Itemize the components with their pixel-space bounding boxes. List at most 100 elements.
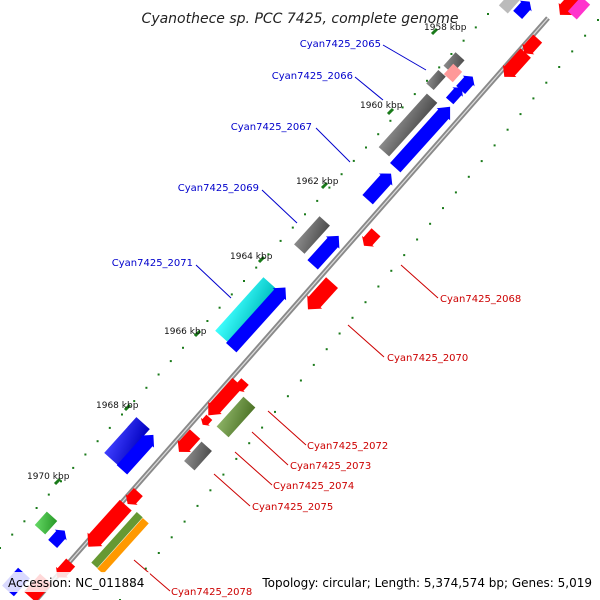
gene-feature[interactable] — [358, 227, 382, 251]
minor-tick-dot — [401, 106, 404, 109]
gene-feature[interactable] — [389, 101, 457, 174]
gene-feature[interactable] — [215, 277, 277, 343]
map-footer: Accession: NC_011884 Topology: circular;… — [0, 572, 592, 592]
minor-tick-dot — [299, 379, 302, 382]
minor-tick-dot — [597, 19, 599, 21]
tick-label: 1962 kbp — [296, 177, 339, 187]
gene-label[interactable]: Cyan7425_2073 — [290, 461, 371, 472]
minor-tick-dot — [209, 489, 212, 492]
gene-feature[interactable] — [202, 377, 245, 422]
gene-label[interactable]: Cyan7425_2071 — [112, 258, 193, 269]
minor-tick-dot — [340, 173, 343, 176]
minor-tick-dot — [243, 280, 245, 282]
gene-label[interactable]: Cyan7425_2069 — [178, 183, 259, 194]
minor-tick-dot — [506, 128, 509, 131]
gene-feature[interactable] — [47, 525, 71, 549]
minor-tick-dot — [157, 552, 160, 554]
gene-feature[interactable] — [198, 413, 214, 428]
gene-label[interactable]: Cyan7425_2068 — [440, 294, 521, 305]
gene-feature[interactable] — [378, 93, 438, 157]
minor-tick-dot — [487, 13, 489, 15]
minor-tick-dot — [351, 316, 354, 319]
minor-tick-dot — [261, 426, 264, 429]
gene-feature[interactable] — [294, 216, 330, 254]
minor-tick-dot — [474, 26, 477, 29]
minor-tick-dot — [390, 269, 393, 272]
gene-labels: Cyan7425_2065 Cyan7425_2066 Cyan7425_206… — [112, 39, 522, 598]
gene-label[interactable]: Cyan7425_2067 — [231, 122, 312, 133]
minor-tick-dot — [0, 547, 1, 549]
gene-feature[interactable] — [426, 69, 446, 91]
minor-tick-dot — [182, 346, 184, 349]
minor-tick-dot — [96, 440, 99, 443]
gene-feature[interactable] — [512, 0, 536, 20]
minor-tick-dot — [230, 293, 233, 296]
gene-feature[interactable] — [115, 429, 160, 476]
gene-feature[interactable] — [443, 63, 463, 83]
gene-feature[interactable] — [104, 417, 150, 465]
gene-label[interactable]: Cyan7425_2074 — [273, 481, 354, 492]
minor-tick-dot — [312, 363, 315, 366]
minor-tick-dot — [248, 442, 251, 445]
gene-feature[interactable] — [97, 518, 149, 574]
gene-feature[interactable] — [498, 0, 522, 14]
gene-feature[interactable] — [443, 52, 465, 74]
gene-feature[interactable] — [81, 499, 133, 554]
tick-label: 1964 kbp — [230, 252, 273, 262]
minor-tick-dot — [23, 520, 26, 523]
minor-tick-dot — [454, 191, 457, 194]
gene-feature[interactable] — [444, 83, 466, 106]
gene-feature[interactable] — [225, 282, 293, 354]
gene-feature[interactable] — [216, 396, 256, 438]
gene-feature[interactable] — [498, 47, 533, 83]
minor-tick-dot — [467, 175, 470, 178]
minor-tick-dot — [338, 332, 341, 335]
gene-feature[interactable] — [553, 0, 582, 21]
tick-label: 1960 kbp — [360, 101, 403, 111]
gene-label[interactable]: Cyan7425_2066 — [272, 71, 353, 82]
gene-feature[interactable] — [455, 71, 479, 95]
gene-feature[interactable] — [518, 33, 543, 59]
gene-feature[interactable] — [34, 511, 58, 535]
label-leaders — [133, 44, 439, 592]
minor-tick-dot — [183, 520, 186, 523]
gene-feature[interactable] — [91, 512, 143, 568]
gene-label[interactable]: Cyan7425_2065 — [300, 39, 381, 50]
minor-tick-dot — [304, 213, 306, 216]
gene-feature[interactable] — [306, 230, 345, 271]
gene-label[interactable]: Cyan7425_2072 — [307, 441, 388, 452]
minor-tick-dot — [403, 254, 406, 257]
tick-label: 1958 kbp — [424, 23, 467, 33]
gene-feature[interactable] — [232, 377, 250, 395]
gene-feature[interactable] — [122, 487, 145, 510]
tick-labels: 1958 kbp 1960 kbp 1962 kbp 1964 kbp 1966… — [27, 23, 467, 482]
gene-feature[interactable] — [184, 441, 212, 471]
gene-feature[interactable] — [301, 276, 340, 316]
minor-tick-dot — [450, 53, 453, 55]
minor-tick-dot — [413, 93, 416, 96]
gene-feature[interactable] — [172, 428, 201, 458]
minor-tick-dot — [169, 360, 172, 363]
minor-tick-dot — [558, 66, 561, 68]
minor-tick-dot — [389, 119, 392, 122]
accession-text: Accession: NC_011884 — [8, 576, 144, 590]
minor-tick-dot — [377, 133, 380, 136]
minor-tick-dots — [0, 13, 599, 600]
minor-tick-dot — [235, 457, 238, 460]
minor-tick-dot — [426, 79, 428, 82]
tick-label: 1968 kbp — [96, 401, 139, 411]
minor-tick-dot — [267, 253, 270, 256]
gene-feature[interactable] — [361, 168, 398, 206]
gene-label[interactable]: Cyan7425_2078 — [171, 587, 252, 598]
minor-tick-dot — [571, 50, 574, 53]
minor-tick-dot — [47, 493, 50, 496]
gene-label[interactable]: Cyan7425_2070 — [387, 353, 468, 364]
gene-label[interactable]: Cyan7425_2075 — [252, 502, 333, 513]
minor-tick-dot — [108, 426, 111, 429]
gene-feature[interactable] — [567, 0, 591, 20]
minor-tick-dot — [545, 81, 548, 84]
minor-tick-dot — [291, 226, 294, 229]
forward-genes — [2, 0, 536, 597]
minor-tick-dot — [364, 301, 367, 304]
